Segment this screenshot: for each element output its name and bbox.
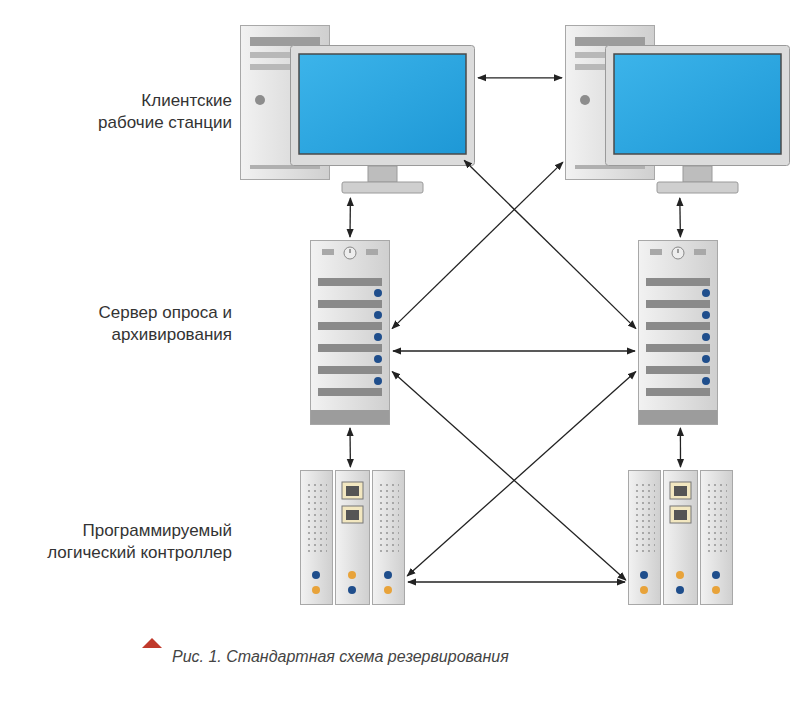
connector-arrow [680, 428, 681, 467]
client-workstation [240, 20, 475, 195]
row-label: Программируемый логический контроллер [32, 520, 232, 564]
connector-arrow [392, 162, 563, 329]
connector-arrow [478, 77, 562, 78]
figure-caption: Рис. 1. Стандартная схема резервирования [172, 648, 509, 666]
row-label: Сервер опроса и архивирования [92, 302, 232, 346]
connector-arrow [392, 372, 626, 581]
connector-arrow [393, 350, 635, 351]
plc-controller [628, 470, 733, 605]
connector-arrow [464, 160, 636, 328]
connector-arrow [349, 198, 351, 237]
connector-arrow [408, 581, 625, 582]
polling-server [310, 240, 390, 425]
caption-marker [142, 638, 162, 648]
plc-controller [300, 470, 405, 605]
row-label: Клиентские рабочие станции [82, 90, 232, 134]
connector-arrow [679, 198, 681, 237]
polling-server [638, 240, 718, 425]
client-workstation [565, 20, 790, 195]
connector-arrow [349, 428, 351, 467]
connector-arrow [407, 372, 636, 577]
